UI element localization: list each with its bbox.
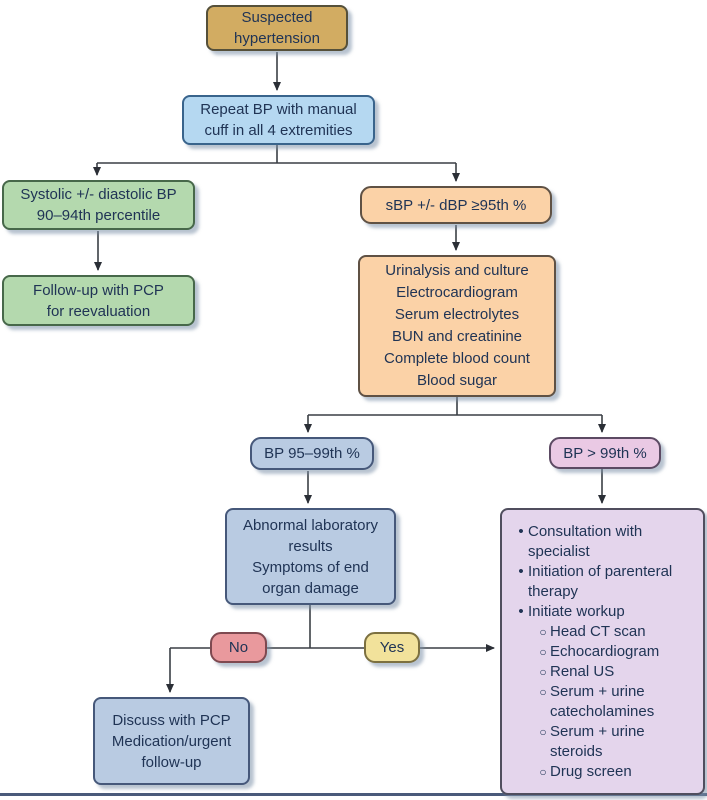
node-no: No (210, 632, 267, 663)
list-item: ○ Head CT scan (536, 622, 695, 642)
node-label: Yes (379, 639, 405, 656)
node-follow-up-pcp: Follow-up with PCP for reevaluation (2, 275, 195, 326)
list-item-text: Serum + urine steroids (550, 722, 645, 760)
node-bp-95-99: BP 95–99th % (250, 437, 374, 470)
node-line: Abnormal laboratory (242, 516, 379, 534)
node-abnormal-labs: Abnormal laboratory results Symptoms of … (225, 508, 396, 605)
node-discuss-pcp: Discuss with PCP Medication/urgent follo… (93, 697, 250, 785)
list-item-text: Drug screen (550, 762, 632, 780)
node-systolic-90-94: Systolic +/- diastolic BP 90–94th percen… (2, 180, 195, 230)
node-workup-labs: Urinalysis and culture Electrocardiogram… (358, 255, 556, 397)
node-line: Repeat BP with manual (200, 101, 357, 118)
node-line: Suspected (241, 9, 313, 26)
list-item-text: Head CT scan (550, 622, 646, 640)
circle-bullet-icon: ○ (539, 764, 547, 779)
node-line: Follow-up with PCP (33, 281, 164, 299)
node-line: results (288, 537, 333, 555)
node-line: for reevaluation (46, 302, 151, 320)
bullet-icon: • (518, 562, 524, 580)
node-suspected-hypertension: Suspected hypertension (206, 5, 348, 51)
node-line: Complete blood count (384, 350, 530, 367)
list-item: • Initiate workup (514, 602, 695, 622)
list-item: • Initiation of parenteral therapy (514, 562, 695, 602)
node-line: Urinalysis and culture (385, 262, 529, 279)
split-repeat (97, 145, 456, 164)
node-label: BP > 99th % (563, 444, 647, 462)
node-line: 90–94th percentile (36, 207, 161, 224)
list-item: ○ Drug screen (536, 762, 695, 782)
list-item-text: Consultation with specialist (528, 522, 643, 560)
circle-bullet-icon: ○ (539, 684, 547, 699)
stem-abnormal (309, 605, 311, 648)
node-line: Serum electrolytes (394, 306, 520, 323)
circle-bullet-icon: ○ (539, 644, 547, 659)
list-item-text: Serum + urine catecholamines (550, 682, 655, 720)
node-specialist-plan: • Consultation with specialist • Initiat… (500, 508, 705, 795)
list-item: • Consultation with specialist (514, 522, 695, 562)
node-sbp-95th: sBP +/- dBP ≥95th % (360, 186, 552, 224)
list-item-text: Initiation of parenteral therapy (528, 562, 673, 600)
list-item-text: Echocardiogram (550, 642, 660, 660)
list-item-text: Initiate workup (528, 602, 625, 620)
list-item: ○ Serum + urine steroids (536, 722, 695, 762)
node-yes: Yes (364, 632, 420, 663)
node-line: Electrocardiogram (396, 284, 518, 301)
node-line: Blood sugar (416, 372, 498, 389)
node-line: cuff in all 4 extremities (204, 122, 353, 139)
node-label: BP 95–99th % (264, 445, 360, 462)
node-line: Discuss with PCP (112, 711, 231, 729)
node-label: No (228, 639, 249, 656)
circle-bullet-icon: ○ (539, 664, 547, 679)
bullet-icon: • (518, 602, 524, 620)
list-item: ○ Renal US (536, 662, 695, 682)
bottom-rule (0, 793, 707, 796)
list-item-text: Renal US (550, 662, 615, 680)
circle-bullet-icon: ○ (539, 724, 547, 739)
list-item: ○ Echocardiogram (536, 642, 695, 662)
list-item: ○ Serum + urine catecholamines (536, 682, 695, 722)
node-line: follow-up (141, 753, 202, 771)
node-line: organ damage (262, 579, 359, 597)
node-line: Symptoms of end (252, 558, 369, 576)
node-label: sBP +/- dBP ≥95th % (385, 196, 527, 214)
node-bp-gt-99: BP > 99th % (549, 437, 661, 469)
bullet-icon: • (518, 522, 524, 540)
node-line: hypertension (234, 30, 320, 47)
circle-bullet-icon: ○ (539, 624, 547, 639)
node-repeat-bp: Repeat BP with manual cuff in all 4 extr… (182, 95, 375, 145)
node-line: Systolic +/- diastolic BP (20, 186, 177, 203)
split-labs (308, 397, 602, 416)
node-line: BUN and creatinine (391, 328, 523, 345)
node-line: Medication/urgent (111, 732, 232, 750)
